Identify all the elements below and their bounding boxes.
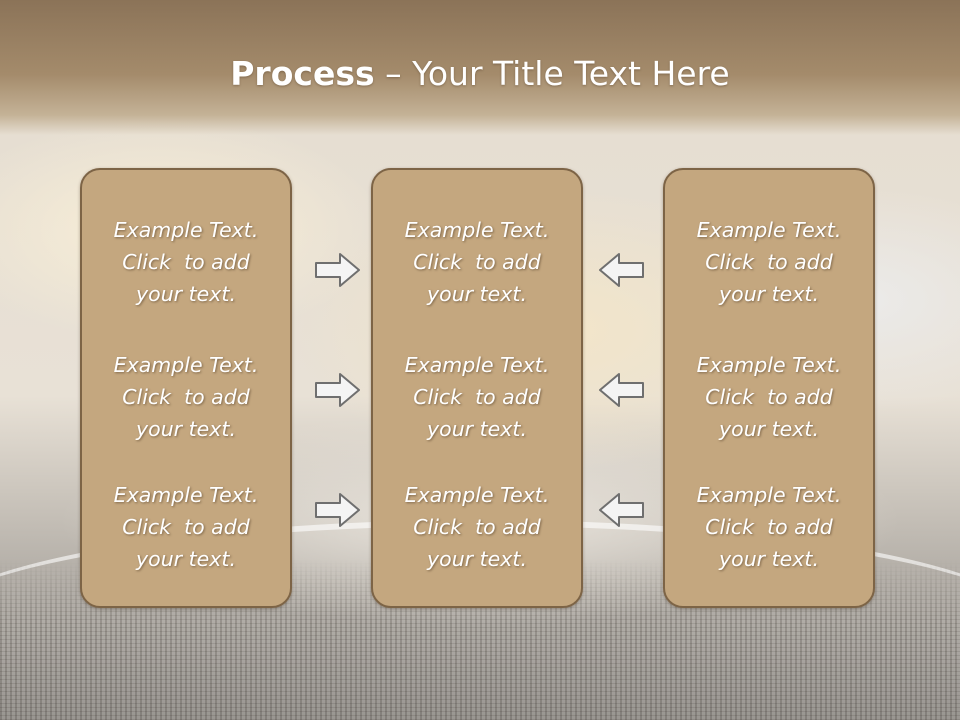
process-box-center[interactable]: Example Text. Click to add your text. Ex…: [371, 168, 583, 608]
text-placeholder[interactable]: Example Text. Click to add your text.: [404, 353, 550, 441]
arrow-right-icon[interactable]: [314, 490, 362, 530]
title-rest: – Your Title Text Here: [374, 54, 730, 93]
process-box-right[interactable]: Example Text. Click to add your text. Ex…: [663, 168, 875, 608]
arrow-left-icon[interactable]: [597, 370, 645, 410]
text-placeholder[interactable]: Example Text. Click to add your text.: [113, 483, 259, 571]
text-placeholder[interactable]: Example Text. Click to add your text.: [696, 483, 842, 571]
text-placeholder[interactable]: Example Text. Click to add your text.: [696, 353, 842, 441]
arrow-right-icon[interactable]: [314, 250, 362, 290]
title-bold: Process: [230, 54, 375, 93]
text-placeholder[interactable]: Example Text. Click to add your text.: [696, 218, 842, 306]
text-placeholder[interactable]: Example Text. Click to add your text.: [404, 218, 550, 306]
text-placeholder[interactable]: Example Text. Click to add your text.: [113, 218, 259, 306]
slide-title[interactable]: Process – Your Title Text Here: [0, 52, 960, 96]
text-placeholder[interactable]: Example Text. Click to add your text.: [113, 353, 259, 441]
arrow-left-icon[interactable]: [597, 250, 645, 290]
title-band: [0, 0, 960, 135]
text-placeholder[interactable]: Example Text. Click to add your text.: [404, 483, 550, 571]
arrow-left-icon[interactable]: [597, 490, 645, 530]
arrow-right-icon[interactable]: [314, 370, 362, 410]
process-box-left[interactable]: Example Text. Click to add your text. Ex…: [80, 168, 292, 608]
